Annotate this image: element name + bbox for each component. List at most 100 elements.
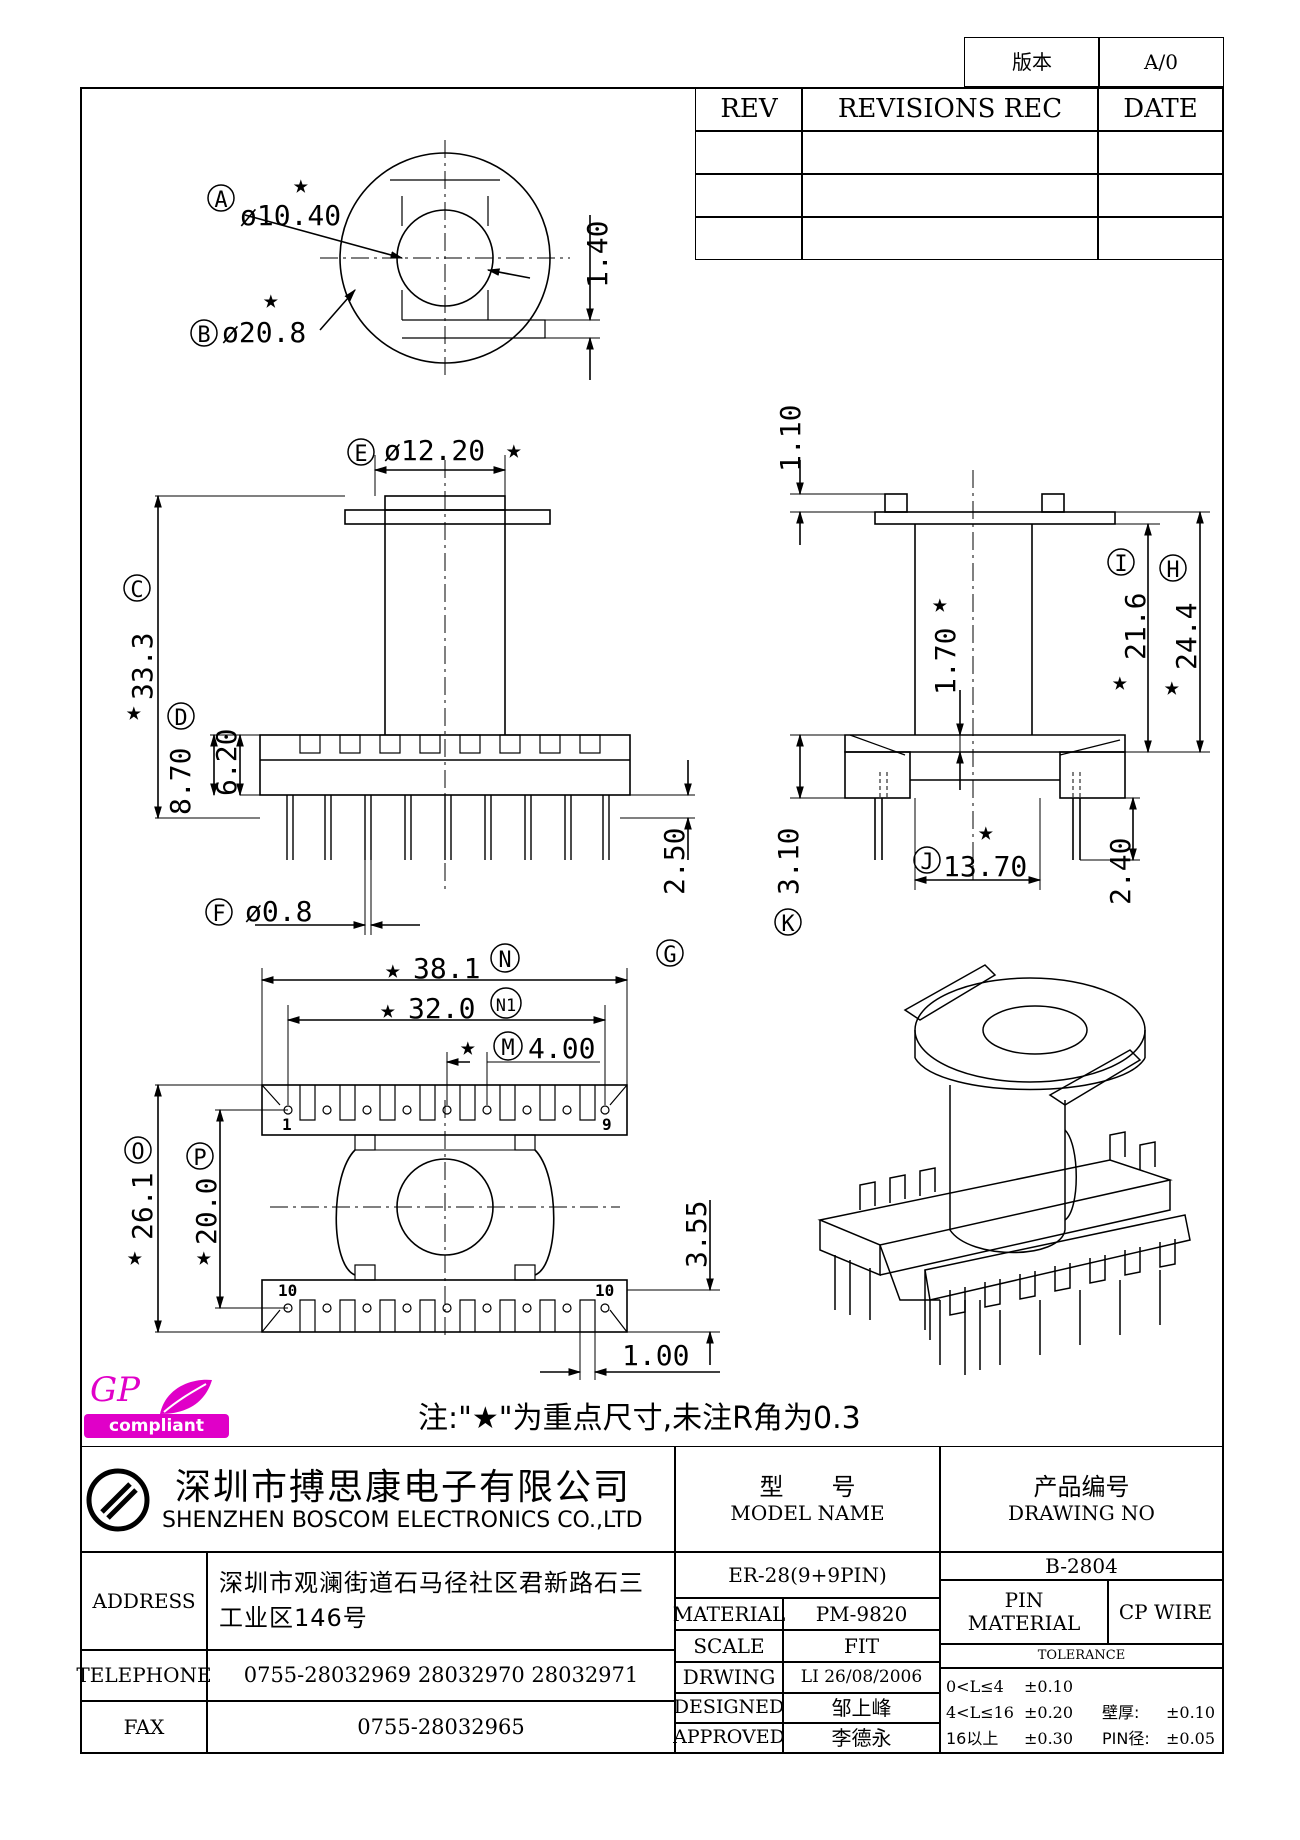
pin-material-value: CP WIRE: [1107, 1579, 1224, 1645]
drawing-label-cn: 产品编号: [1033, 1473, 1130, 1502]
rev-rec-cell: [801, 173, 1099, 218]
dim-A: ø10.40: [240, 199, 341, 232]
label-N: N: [498, 948, 511, 973]
material-value: PM-9820: [782, 1597, 941, 1631]
label-N1: N1: [496, 996, 516, 1016]
rev-cell: [695, 173, 803, 218]
telephone-value: 0755-28032969 28032970 28032971: [206, 1649, 676, 1702]
drwing-label: DRWING: [674, 1661, 784, 1694]
company-logo-icon: [86, 1468, 150, 1532]
model-label-en: MODEL NAME: [730, 1500, 885, 1525]
dim-E: ø12.20: [384, 434, 485, 467]
dim-edge: 1.00: [622, 1339, 689, 1372]
label-F: F: [212, 902, 225, 927]
star-mid: ★: [932, 589, 948, 619]
label-G: G: [663, 943, 676, 968]
label-O: O: [131, 1140, 144, 1165]
dim-top-h: 1.40: [581, 221, 614, 288]
label-C: C: [130, 578, 143, 603]
tolerance-row: 0<L≤4±0.10: [946, 1677, 1074, 1696]
side-view: [790, 460, 1210, 890]
label-H: H: [1166, 558, 1179, 583]
rev-date-cell: [1097, 216, 1224, 260]
rev-rec-cell: [801, 130, 1099, 175]
company-cell: [80, 1446, 676, 1553]
dim-N1: 32.0: [408, 992, 475, 1025]
isometric-view: [817, 964, 1191, 1375]
compliant-badge: compliant: [84, 1414, 229, 1438]
label-I: I: [1114, 552, 1127, 577]
dim-O: 26.1: [126, 1173, 159, 1240]
approved-value: 李德永: [782, 1722, 941, 1754]
telephone-label: TELEPHONE: [76, 1649, 212, 1702]
pin-9-label: 9: [602, 1115, 612, 1134]
bottom-view: [154, 968, 720, 1380]
pin-10-label-right: 10: [595, 1281, 614, 1300]
label-K: K: [781, 912, 795, 937]
revisions-rec-header: REVISIONS REC: [801, 87, 1099, 132]
label-A: A: [214, 188, 227, 213]
model-label-cell: 型 号 MODEL NAME: [674, 1446, 941, 1553]
dim-M: 4.00: [528, 1032, 595, 1065]
star-I: ★: [1112, 667, 1128, 697]
company-name-en: SHENZHEN BOSCOM ELECTRONICS CO.,LTD: [162, 1508, 643, 1533]
dim-H: 24.4: [1170, 603, 1203, 670]
dim-d2: 6.20: [210, 729, 243, 796]
version-value: A/0: [1098, 37, 1224, 87]
company-name-cn: 深圳市搏思康电子有限公司: [175, 1467, 632, 1508]
star-H: ★: [1164, 672, 1180, 702]
star-E: ★: [506, 435, 522, 465]
scale-value: FIT: [782, 1629, 941, 1663]
star-P: ★: [196, 1242, 212, 1272]
tolerance-table: [939, 1667, 1224, 1754]
dim-mid: 1.70: [929, 628, 962, 695]
address-value: 深圳市观澜街道石马径社区君新路石三工业区146号: [206, 1551, 676, 1651]
label-E: E: [354, 442, 367, 467]
label-P: P: [193, 1146, 206, 1171]
leaf-icon: [160, 1379, 212, 1414]
drawing-note: 注:"★"为重点尺寸,未注R角为0.3: [418, 1401, 861, 1436]
dim-I: 21.6: [1119, 593, 1152, 660]
star-B: ★: [263, 285, 279, 315]
rev-cell: [695, 216, 803, 260]
dim-side-pin: 2.40: [1104, 838, 1137, 905]
label-B: B: [197, 323, 210, 348]
gp-compliant-logo: GP compliant: [84, 1370, 234, 1442]
designed-value: 邹上峰: [782, 1692, 941, 1724]
star-N: ★: [385, 955, 401, 985]
fax-label: FAX: [80, 1700, 208, 1754]
pin-1-label: 1: [282, 1115, 292, 1134]
rev-header: REV: [695, 87, 803, 132]
dim-G: 2.50: [658, 828, 691, 895]
dim-slot: 3.55: [680, 1201, 713, 1268]
pin-10-label-left: 10: [278, 1281, 297, 1300]
label-D: D: [174, 706, 187, 731]
dim-N: 38.1: [413, 952, 480, 985]
drwing-value: LI 26/08/2006: [782, 1661, 941, 1694]
star-C: ★: [126, 697, 142, 727]
dim-side-top: 1.10: [774, 405, 807, 472]
label-M: M: [501, 1036, 514, 1061]
dim-P: 20.0: [190, 1178, 223, 1245]
rev-date-cell: [1097, 173, 1224, 218]
star-A: ★: [293, 170, 309, 200]
dim-J: 13.70: [943, 850, 1027, 883]
rev-cell: [695, 130, 803, 175]
pin-material-label: PIN MATERIAL: [939, 1579, 1109, 1645]
designed-label: DESIGNED: [674, 1692, 784, 1724]
dim-C: 33.3: [126, 633, 159, 700]
technical-drawing: A ø10.40 ★ B ø20.8 ★ 1.40 E ø12.20 ★ C 3…: [123, 140, 1210, 1380]
drawing-label-cell: 产品编号 DRAWING NO: [939, 1446, 1224, 1553]
material-label: MATERIAL: [673, 1597, 785, 1631]
gp-logo-text: GP: [90, 1370, 141, 1410]
tolerance-label: TOLERANCE: [939, 1643, 1224, 1669]
rev-date-cell: [1097, 130, 1224, 175]
date-header: DATE: [1097, 87, 1224, 132]
model-value: ER-28(9+9PIN): [674, 1551, 941, 1599]
dim-D: 8.70: [164, 748, 197, 815]
front-view: [154, 455, 695, 935]
label-J: J: [920, 850, 933, 875]
